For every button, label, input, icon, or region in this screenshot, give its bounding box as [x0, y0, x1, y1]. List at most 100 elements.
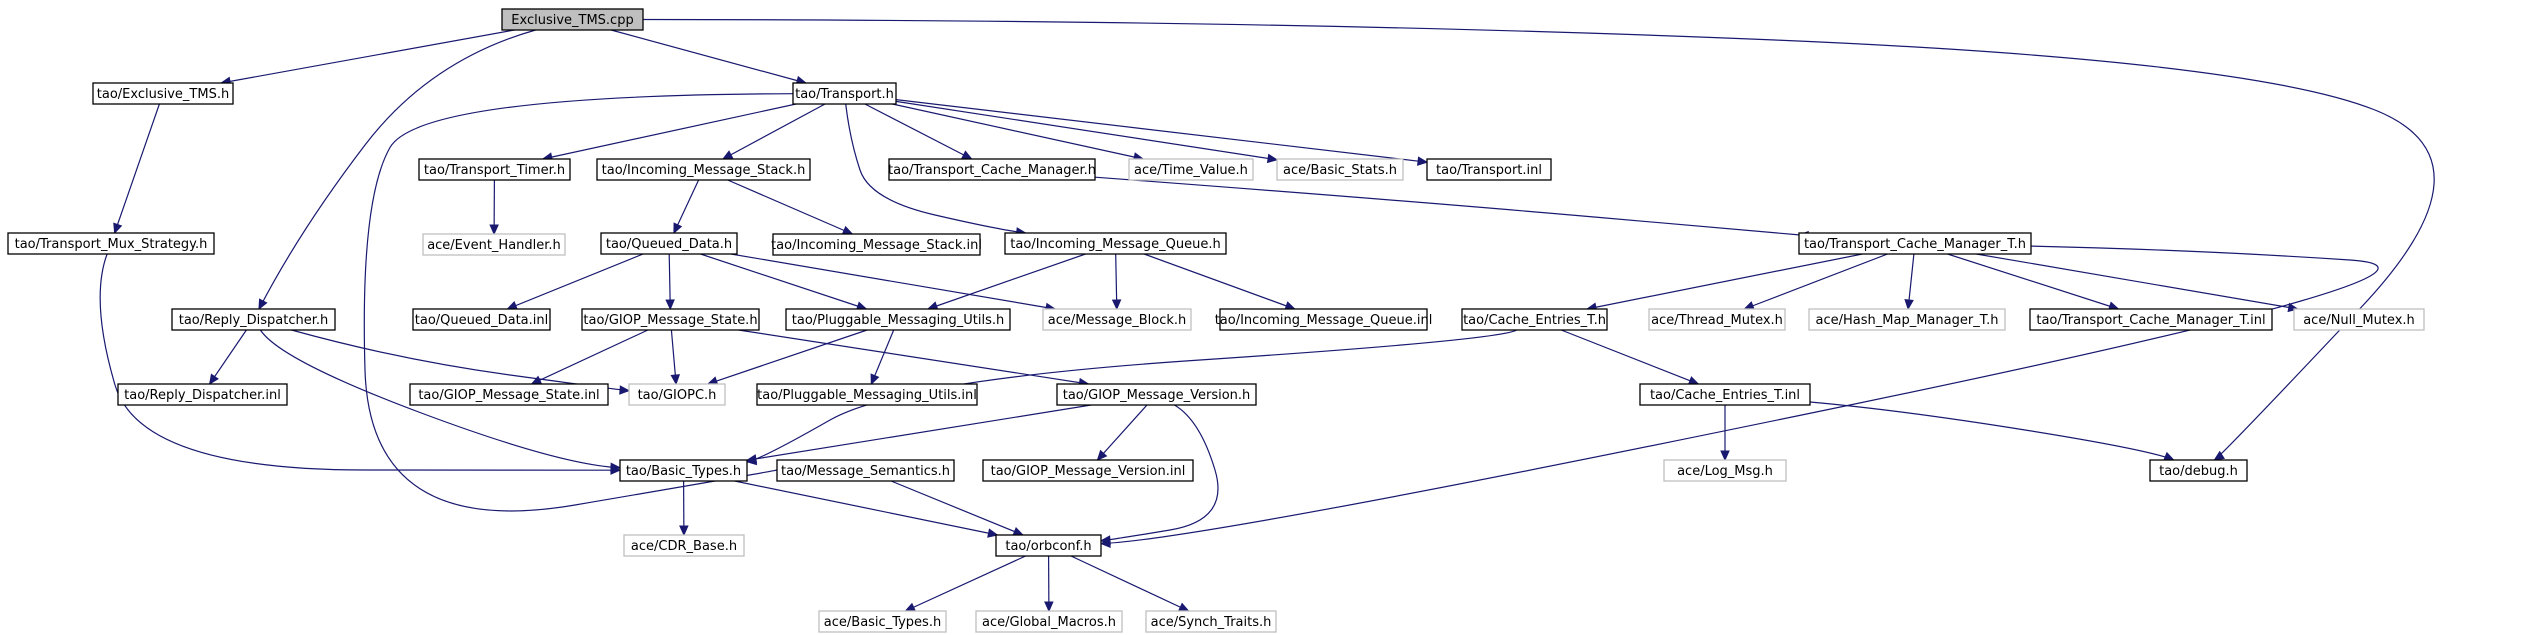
arrowhead-icon [1687, 376, 1700, 385]
node-ace-null-mutex-h: ace/Null_Mutex.h [2293, 308, 2425, 331]
node-tao-giop-message-version-h[interactable]: tao/GIOP_Message_Version.h [1056, 383, 1257, 406]
node-label: tao/Queued_Data.inl [415, 313, 549, 328]
arrowhead-icon [670, 374, 681, 386]
edge-n15-n25 [1976, 253, 2299, 313]
node-tao-cache-entries-t-h[interactable]: tao/Cache_Entries_T.h [1461, 308, 1608, 331]
node-tao-transport-mux-strategy-h[interactable]: tao/Transport_Mux_Strategy.h [7, 232, 215, 255]
edge-n2-n9 [895, 100, 1279, 164]
node-label: tao/Reply_Dispatcher.h [179, 313, 329, 328]
node-label: ace/Hash_Map_Manager_T.h [1816, 313, 1999, 328]
node-tao-transport-h[interactable]: tao/Transport.h [792, 82, 897, 105]
arrowhead-icon [1266, 153, 1279, 164]
edge-n14-n18 [926, 253, 1086, 311]
node-label: ace/CDR_Base.h [631, 539, 737, 554]
node-tao-transport-cache-manager-h[interactable]: tao/Transport_Cache_Manager.h [888, 158, 1096, 181]
edge-n0-n36 [642, 18, 2435, 461]
arrowhead-icon [1417, 156, 1429, 166]
node-tao-message-semantics-h[interactable]: tao/Message_Semantics.h [776, 459, 955, 482]
node-tao-exclusive-tms-h[interactable]: tao/Exclusive_TMS.h [92, 82, 234, 105]
node-label: tao/Transport.inl [1436, 163, 1542, 178]
node-label: tao/Transport_Cache_Manager.h [888, 163, 1096, 178]
edge-n17-n27 [530, 329, 649, 385]
node-tao-pluggable-messaging-utils-inl[interactable]: tao/Pluggable_Messaging_Utils.inl [756, 383, 978, 406]
node-tao-incoming-message-queue-h[interactable]: tao/Incoming_Message_Queue.h [1004, 232, 1227, 255]
node-label: Exclusive_TMS.cpp [511, 13, 633, 28]
node-label: tao/Pluggable_Messaging_Utils.inl [757, 388, 977, 403]
node-label: tao/Incoming_Message_Queue.h [1010, 237, 1220, 252]
arrowhead-icon [258, 298, 268, 311]
edge-n1-n3 [113, 103, 160, 235]
node-tao-incoming-message-stack-h[interactable]: tao/Incoming_Message_Stack.h [596, 158, 811, 181]
edge-n32-n38 [734, 480, 999, 538]
node-tao-reply-dispatcher-inl[interactable]: tao/Reply_Dispatcher.inl [117, 383, 288, 406]
arrowhead-icon [2163, 451, 2175, 461]
edge-n4-n32 [259, 329, 622, 473]
edge-n5-n11 [489, 179, 499, 236]
node-tao-giop-message-version-inl[interactable]: tao/GIOP_Message_Version.inl [982, 459, 1194, 482]
edges-layer [99, 18, 2435, 613]
arrowhead-icon [2213, 450, 2225, 461]
edge-n17-n30 [738, 329, 1090, 388]
node-tao-orbconf-h[interactable]: tao/orbconf.h [995, 534, 1102, 557]
edge-n18-n29 [870, 329, 895, 386]
edge-n12-n19 [730, 253, 1057, 313]
edge-n32-n37 [679, 480, 689, 537]
node-tao-transport-inl[interactable]: tao/Transport.inl [1426, 158, 1552, 181]
arrowhead-icon [960, 150, 973, 160]
arrowhead-icon [1044, 601, 1054, 613]
edge-n0-n1 [219, 29, 515, 87]
node-tao-transport-timer-h[interactable]: tao/Transport_Timer.h [418, 158, 571, 181]
node-tao-queued-data-inl[interactable]: tao/Queued_Data.inl [412, 308, 551, 331]
node-label: ace/Synch_Traits.h [1151, 615, 1272, 630]
arrowhead-icon [1012, 526, 1025, 536]
node-tao-queued-data-h[interactable]: tao/Queued_Data.h [600, 232, 738, 255]
arrowhead-icon [489, 224, 499, 236]
edge-n14-n20 [1143, 253, 1296, 311]
node-label: tao/GIOPC.h [638, 388, 717, 403]
arrowhead-icon [1111, 299, 1122, 311]
node-tao-basic-types-h[interactable]: tao/Basic_Types.h [619, 459, 748, 482]
nodes-layer: Exclusive_TMS.cpp tao/Exclusive_TMS.h tao/… [7, 8, 2425, 633]
edge-n3-n32 [99, 253, 622, 475]
arrowhead-icon [113, 222, 123, 235]
node-ace-cdr-base-h: ace/CDR_Base.h [623, 534, 745, 557]
node-tao-incoming-message-queue-inl[interactable]: tao/Incoming_Message_Queue.inl [1215, 308, 1433, 331]
edge-n2-n7 [864, 103, 973, 160]
node-ace-thread-mutex-h: ace/Thread_Mutex.h [1648, 308, 1786, 331]
edge-n30-n34 [1096, 404, 1148, 461]
node-label: tao/Incoming_Message_Stack.h [602, 163, 806, 178]
node-tao-debug-h[interactable]: tao/debug.h [2149, 459, 2248, 482]
node-tao-incoming-message-stack-inl[interactable]: tao/Incoming_Message_Stack.inl [771, 233, 982, 256]
node-ace-global-macros-h: ace/Global_Macros.h [975, 610, 1123, 633]
arrowhead-icon [1720, 450, 1730, 462]
node-tao-giop-message-state-inl[interactable]: tao/GIOP_Message_State.inl [409, 383, 609, 406]
node-label: ace/Time_Value.h [1134, 163, 1248, 178]
node-ace-log-msg-h: ace/Log_Msg.h [1663, 459, 1787, 482]
edge-n2-n8 [892, 103, 1145, 162]
edge-n2-n10 [895, 99, 1429, 166]
node-tao-transport-cache-manager-t-h[interactable]: tao/Transport_Cache_Manager_T.h [1798, 232, 2032, 255]
arrowhead-icon [679, 525, 689, 537]
node-tao-transport-cache-manager-t-inl[interactable]: tao/Transport_Cache_Manager_T.inl [2029, 308, 2273, 331]
node-label: tao/Queued_Data.h [606, 237, 732, 252]
edge-n0-n2 [610, 29, 808, 86]
node-tao-pluggable-messaging-utils-h[interactable]: tao/Pluggable_Messaging_Utils.h [785, 308, 1011, 331]
edge-n4-n26 [208, 329, 247, 386]
arrowhead-icon [721, 150, 734, 160]
arrowhead-icon [1177, 602, 1190, 612]
node-label: tao/Transport_Mux_Strategy.h [15, 237, 208, 252]
node-tao-giop-message-state-h[interactable]: tao/GIOP_Message_State.h [581, 308, 760, 331]
edge-n12-n16 [506, 253, 644, 310]
node-label: ace/Global_Macros.h [982, 615, 1116, 630]
arrowhead-icon [904, 602, 917, 612]
node-label: tao/Basic_Types.h [626, 464, 741, 479]
node-label: tao/Incoming_Message_Stack.inl [771, 238, 982, 253]
arrowhead-icon [1099, 535, 1111, 545]
edge-n31-n36 [1809, 401, 2175, 461]
node-label: tao/Message_Semantics.h [781, 464, 950, 479]
node-ace-basic-types-h: ace/Basic_Types.h [818, 610, 947, 633]
node-tao-reply-dispatcher-h[interactable]: tao/Reply_Dispatcher.h [171, 308, 336, 331]
arrowhead-icon [610, 462, 622, 473]
node-tao-cache-entries-t-inl[interactable]: tao/Cache_Entries_T.inl [1639, 383, 1811, 406]
